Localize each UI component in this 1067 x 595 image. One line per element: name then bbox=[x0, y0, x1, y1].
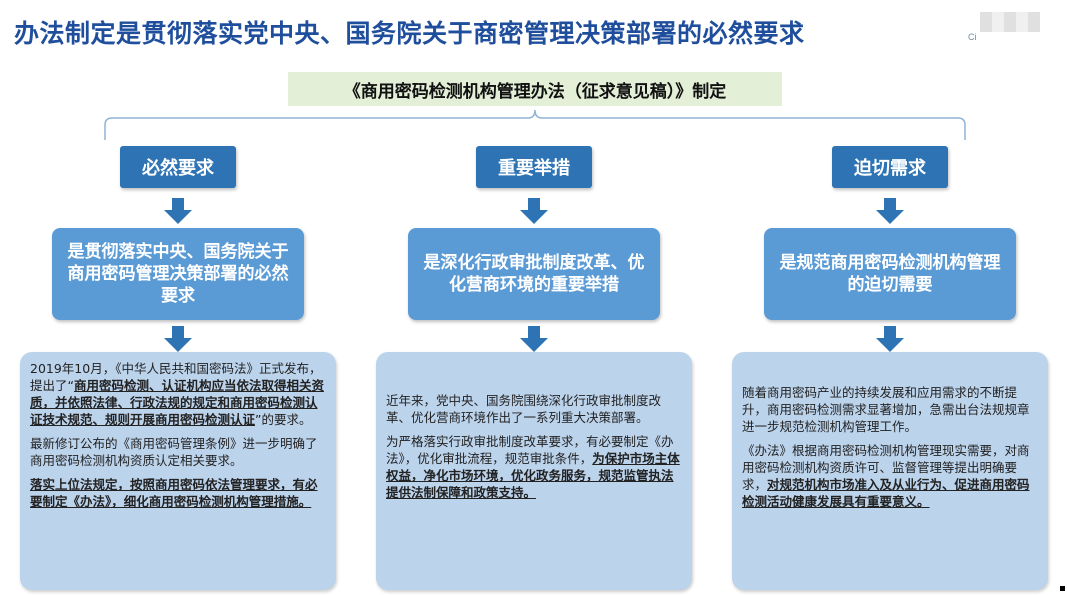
summary-box-1: 是贯彻落实中央、国务院关于商用密码管理决策部署的必然要求 bbox=[52, 228, 304, 320]
detail-panel-1: 2019年10月，《中华人民共和国密码法》正式发布，提出了“商用密码检测、认证机… bbox=[20, 352, 336, 590]
logo: Ci bbox=[966, 12, 1046, 46]
summary-text-1: 是贯彻落实中央、国务院关于商用密码管理决策部署的必然要求 bbox=[67, 242, 289, 306]
detail-panel-2: 近年来，党中央、国务院围绕深化行政审批制度改革、优化营商环境作出了一系列重大决策… bbox=[376, 352, 692, 590]
page-title: 办法制定是贯彻落实党中央、国务院关于商密管理决策部署的必然要求 bbox=[14, 19, 805, 48]
category-label-1: 必然要求 bbox=[120, 146, 236, 188]
down-arrow-icon bbox=[164, 326, 192, 352]
down-arrow-icon bbox=[876, 326, 904, 352]
corner-mark bbox=[1060, 586, 1065, 591]
summary-text-3: 是规范商用密码检测机构管理的迫切需要 bbox=[779, 253, 1001, 295]
paragraph: 近年来，党中央、国务院围绕深化行政审批制度改革、优化营商环境作出了一系列重大决策… bbox=[386, 393, 662, 425]
down-arrow-icon bbox=[164, 198, 192, 224]
down-arrow-icon bbox=[520, 326, 548, 352]
brace-connector bbox=[104, 109, 966, 140]
paragraph: 随着商用密码产业的持续发展和应用需求的不断提升，商用密码检测需求显著增加，急需出… bbox=[742, 385, 1030, 434]
summary-text-2: 是深化行政审批制度改革、优化营商环境的重要举措 bbox=[423, 253, 645, 295]
paragraph: 落实上位法规定，按照商用密码依法管理要求，有必要制定《办法》，细化商用密码检测机… bbox=[30, 477, 318, 509]
paragraph: 《办法》根据商用密码检测机构管理现实需要，对商用密码检测机构资质许可、监督管理等… bbox=[742, 443, 1030, 509]
paragraph: 2019年10月，《中华人民共和国密码法》正式发布，提出了“商用密码检测、认证机… bbox=[30, 361, 324, 427]
detail-panel-3: 随着商用密码产业的持续发展和应用需求的不断提升，商用密码检测需求显著增加，急需出… bbox=[732, 352, 1048, 590]
logo-text: Ci bbox=[968, 32, 977, 42]
down-arrow-icon bbox=[520, 198, 548, 224]
summary-box-2: 是深化行政审批制度改革、优化营商环境的重要举措 bbox=[408, 228, 660, 320]
category-label-2: 重要举措 bbox=[476, 146, 592, 188]
paragraph: 为严格落实行政审批制度改革要求，有必要制定《办法》，优化审批流程，规范审批条件，… bbox=[386, 434, 680, 500]
down-arrow-icon bbox=[876, 198, 904, 224]
logo-image bbox=[980, 12, 1040, 32]
category-label-3: 迫切需求 bbox=[832, 146, 948, 188]
subtitle-box: 《商用密码检测机构管理办法（征求意见稿）》制定 bbox=[288, 72, 782, 106]
paragraph: 最新修订公布的《商用密码管理条例》进一步明确了商用密码检测机构资质认定相关要求。 bbox=[30, 436, 318, 468]
summary-box-3: 是规范商用密码检测机构管理的迫切需要 bbox=[764, 228, 1016, 320]
